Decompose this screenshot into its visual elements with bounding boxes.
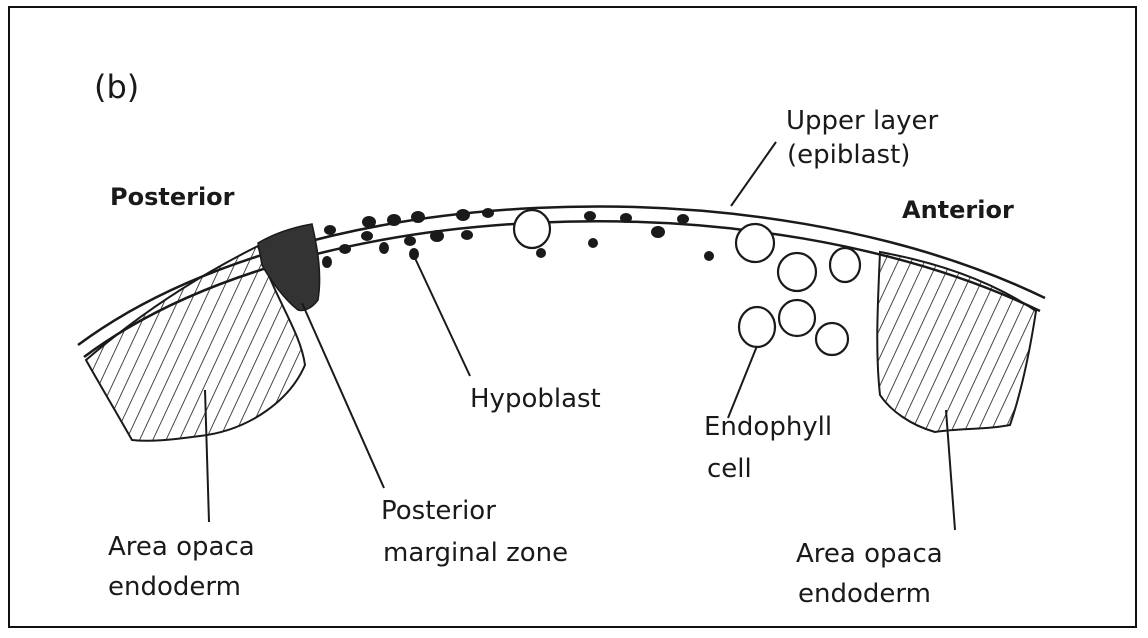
pmz-label-line1: Posterior <box>381 494 496 528</box>
area-opaca-left-label-line1: Area opaca <box>108 530 255 564</box>
hypoblast-label: Hypoblast <box>470 382 601 416</box>
pmz-label-line2: marginal zone <box>383 536 568 570</box>
panel-label: (b) <box>94 70 139 104</box>
endophyll-label-line2: cell <box>707 452 752 486</box>
posterior-label: Posterior <box>110 180 235 214</box>
anterior-label: Anterior <box>902 193 1014 227</box>
area-opaca-right-label-line1: Area opaca <box>796 537 943 571</box>
area-opaca-right-label-line2: endoderm <box>798 577 931 611</box>
area-opaca-left-label-line2: endoderm <box>108 570 241 604</box>
endophyll-label-line1: Endophyll <box>704 410 832 444</box>
upper-layer-label-line2: (epiblast) <box>787 138 910 172</box>
upper-layer-label-line1: Upper layer <box>786 104 938 138</box>
area-opaca-endoderm-right <box>877 252 1036 432</box>
endophyll-cells <box>514 210 860 355</box>
